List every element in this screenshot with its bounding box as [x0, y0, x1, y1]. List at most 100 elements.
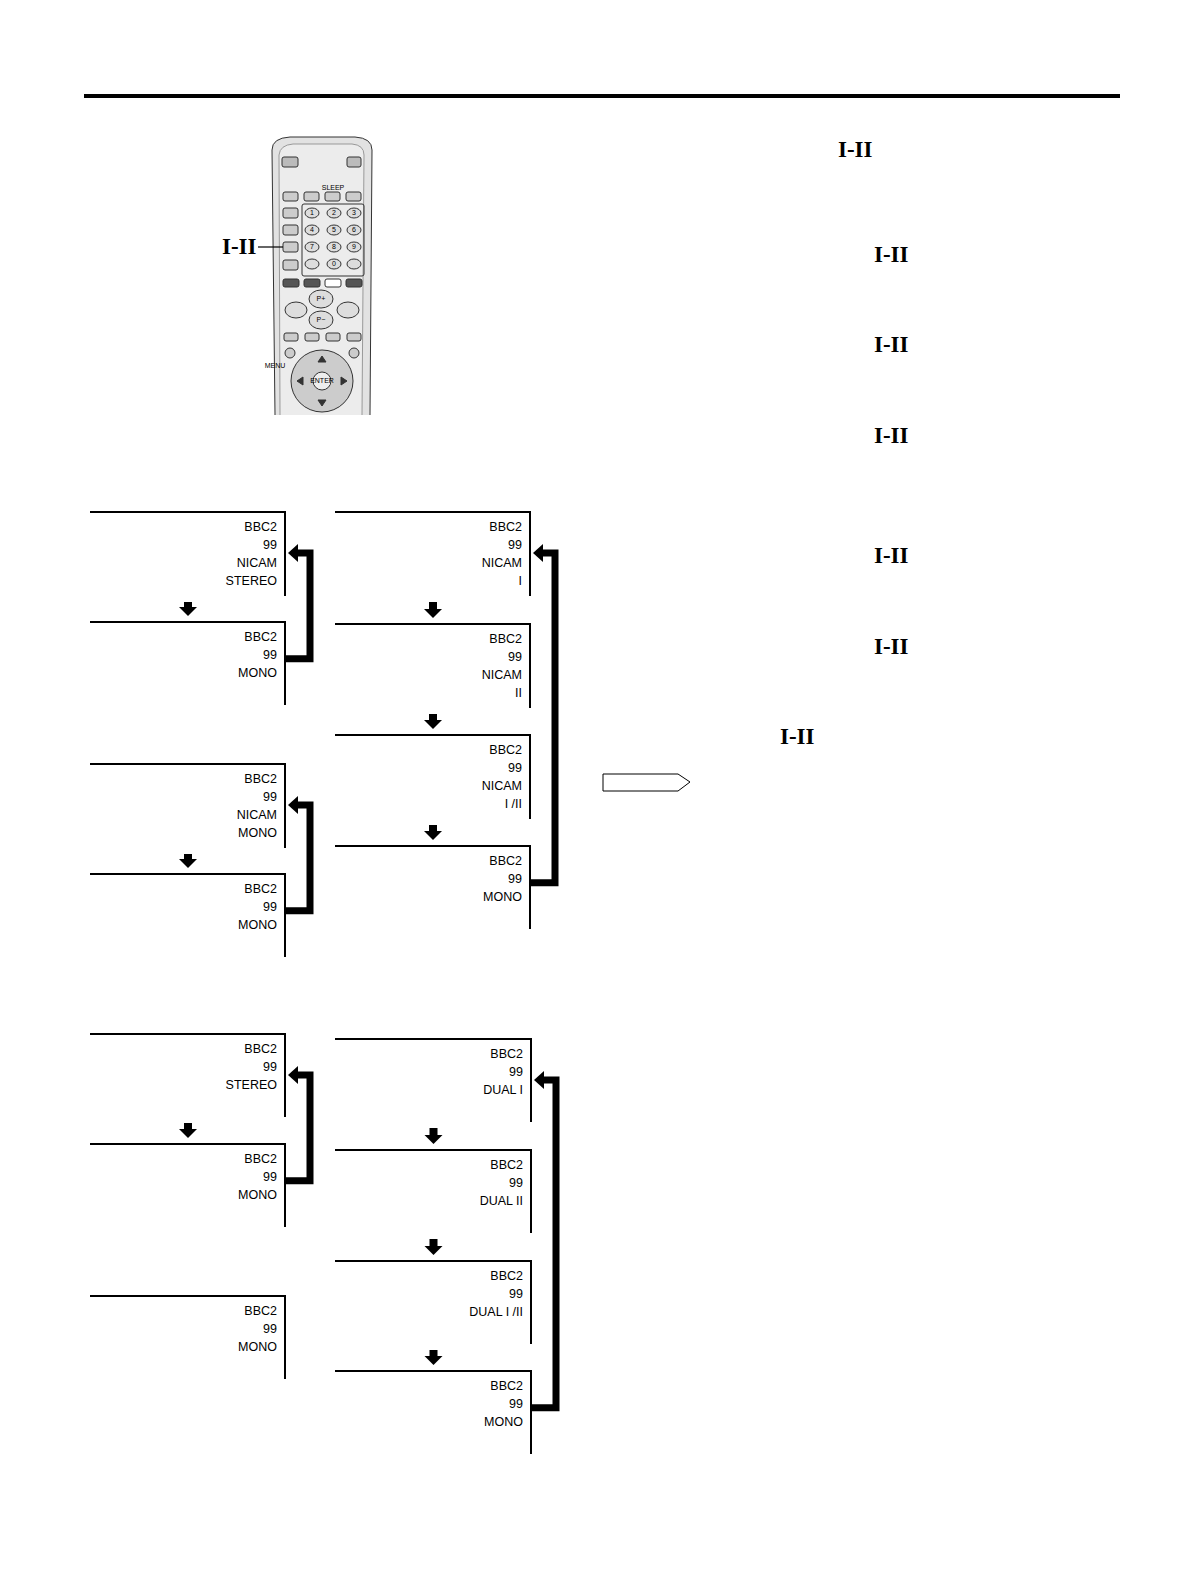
leader-line [258, 246, 283, 247]
display-text: NICAM [94, 554, 277, 572]
return-bracket [286, 1075, 310, 1181]
screen-display: BBC299MONO [90, 1143, 286, 1227]
screen-display: BBC299NICAMMONO [90, 763, 286, 848]
flow-arrow [424, 714, 442, 729]
display-text: DUAL I /II [339, 1303, 523, 1321]
flow-arrow [179, 854, 197, 868]
return-bracket [532, 1080, 556, 1408]
screen-display: BBC299NICAMII [335, 623, 531, 708]
flow-arrow [179, 1123, 197, 1138]
screen-display: BBC299DUAL I /II [335, 1260, 532, 1344]
button-label: 0 [332, 260, 336, 268]
button-label: 7 [310, 243, 314, 251]
button-label: 8 [332, 243, 336, 251]
arrow-shaft [429, 825, 437, 832]
screen-display: BBC299NICAMSTEREO [90, 511, 286, 596]
display-text: MONO [94, 824, 277, 842]
button-label: SLEEP [322, 184, 345, 192]
screen-display: BBC299MONO [335, 1370, 532, 1454]
arrow-shaft [184, 1123, 192, 1130]
button-callout: I-II [780, 724, 815, 750]
display-text: BBC2 [339, 1156, 523, 1174]
display-text: DUAL II [339, 1192, 523, 1210]
display-text: BBC2 [94, 770, 277, 788]
display-text: BBC2 [94, 1150, 277, 1168]
arrow-shaft [429, 602, 437, 610]
arrow-head [425, 1356, 443, 1365]
display-text: 99 [339, 536, 522, 554]
display-text: 99 [94, 536, 277, 554]
display-text: MONO [94, 1338, 277, 1356]
button-callout: I-II [874, 634, 909, 660]
display-text: DUAL I [339, 1081, 523, 1099]
arrow-head [179, 1129, 197, 1138]
screen-display: BBC299MONO [90, 873, 286, 957]
flow-arrow [531, 544, 555, 883]
screen-display: BBC299STEREO [90, 1033, 286, 1117]
button-label: P− [317, 316, 326, 324]
display-text: 99 [339, 1174, 523, 1192]
button-label: 3 [352, 209, 356, 217]
arrow-head [288, 544, 298, 562]
button-label: 2 [332, 209, 336, 217]
button-label: P+ [317, 295, 326, 303]
arrow-head [179, 607, 197, 616]
display-text: BBC2 [94, 518, 277, 536]
button-callout: I-II [874, 242, 909, 268]
display-text: BBC2 [94, 1040, 277, 1058]
arrow-head [288, 1066, 298, 1084]
button-callout: I-II [874, 423, 909, 449]
screen-display: BBC299MONO [335, 845, 531, 929]
display-text: 99 [339, 1063, 523, 1081]
button-label: 5 [332, 226, 336, 234]
top-rule [84, 94, 1120, 98]
arrow-head [425, 1135, 443, 1144]
screen-display: BBC299DUAL II [335, 1149, 532, 1233]
display-text: BBC2 [339, 518, 522, 536]
display-text: BBC2 [339, 1267, 523, 1285]
return-bracket [286, 805, 310, 911]
arrow-head [424, 609, 442, 618]
display-text: 99 [94, 898, 277, 916]
display-text: MONO [94, 1186, 277, 1204]
remote-control [272, 137, 372, 415]
button-callout: I-II [874, 332, 909, 358]
arrow-shaft [430, 1239, 438, 1247]
display-text: NICAM [94, 806, 277, 824]
display-text: STEREO [94, 1076, 277, 1094]
flow-arrow [424, 825, 442, 840]
flow-arrow [425, 1239, 443, 1255]
screen-display: BBC299MONO [90, 1295, 286, 1379]
display-text: STEREO [94, 572, 277, 590]
arrow-head [424, 720, 442, 729]
button-label: 1 [310, 209, 314, 217]
flow-arrow [425, 1350, 443, 1365]
display-text: MONO [94, 664, 277, 682]
display-text: II [339, 684, 522, 702]
button-callout: I-II [874, 543, 909, 569]
arrow-head [425, 1246, 443, 1255]
hollow-arrow [603, 774, 690, 791]
screen-display: BBC299NICAMI [335, 511, 531, 596]
button-callout: I-II [838, 137, 873, 163]
flow-arrow [425, 1128, 443, 1144]
display-text: BBC2 [339, 1377, 523, 1395]
flow-arrow [286, 1066, 310, 1181]
arrow-head [288, 796, 298, 814]
display-text: 99 [94, 646, 277, 664]
display-text: 99 [339, 1395, 523, 1413]
arrow-head [179, 859, 197, 868]
display-text: BBC2 [94, 1302, 277, 1320]
display-text: BBC2 [339, 852, 522, 870]
display-text: BBC2 [339, 630, 522, 648]
flow-arrow [286, 796, 310, 911]
display-text: MONO [339, 888, 522, 906]
button-callout: I-II [222, 234, 257, 260]
arrow-shaft [429, 714, 437, 721]
display-text: NICAM [339, 666, 522, 684]
flow-arrow [424, 602, 442, 618]
arrow-shaft [430, 1128, 438, 1136]
arrow-head [534, 1071, 544, 1089]
display-text: MONO [94, 916, 277, 934]
